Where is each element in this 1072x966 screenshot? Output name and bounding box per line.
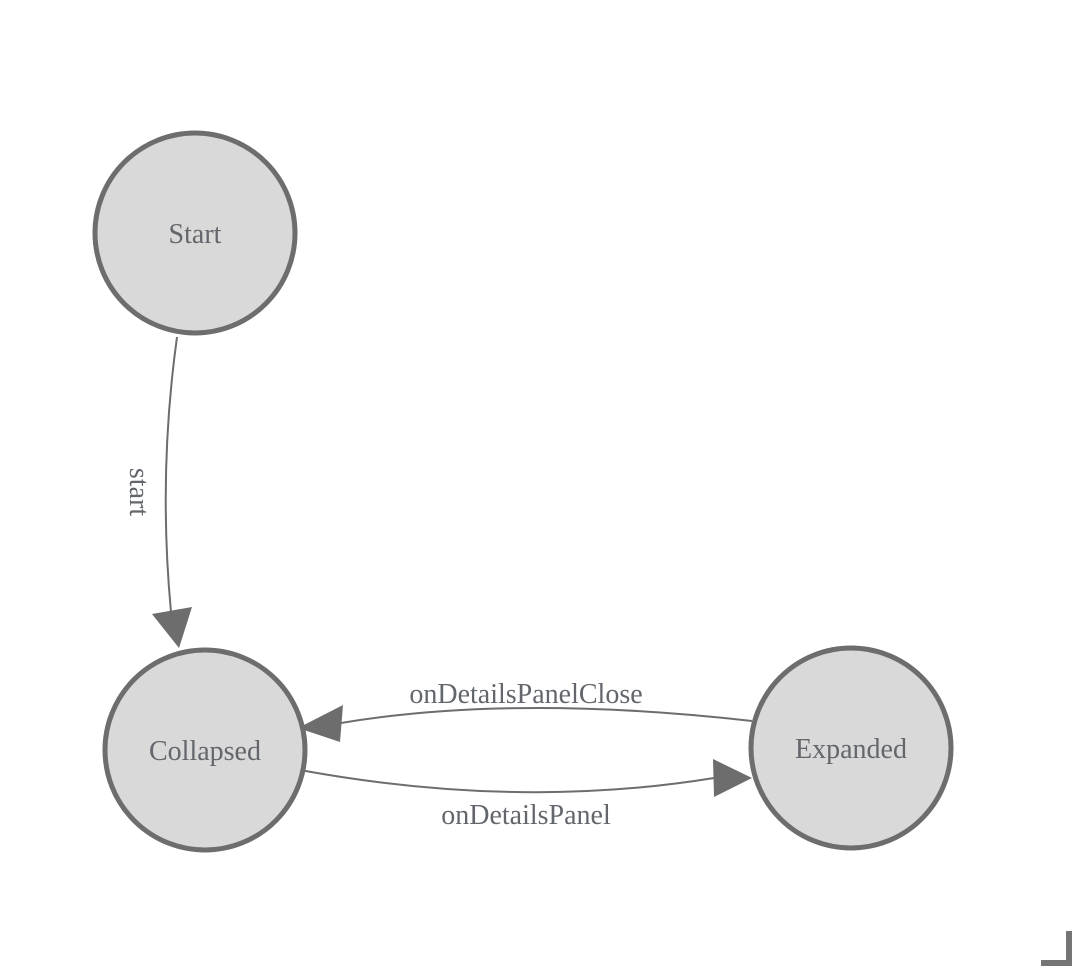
arrowhead-down-icon: [152, 607, 192, 648]
state-label-start: Start: [169, 219, 222, 250]
state-node-start[interactable]: Start: [92, 130, 298, 336]
edge-label-start: start: [123, 468, 154, 516]
state-node-expanded[interactable]: Expanded: [748, 645, 954, 851]
viewport-corner-mark: [1041, 931, 1072, 966]
edge-path-start-to-collapsed[interactable]: [164, 336, 178, 613]
edge-label-ondetailspanel: onDetailsPanel: [441, 800, 611, 831]
state-label-expanded: Expanded: [795, 734, 907, 765]
state-label-collapsed: Collapsed: [149, 736, 261, 767]
edge-label-ondetailspanelclose: onDetailsPanelClose: [409, 679, 642, 710]
arrowhead-right-icon: [713, 759, 752, 797]
state-circle-expanded[interactable]: [748, 645, 954, 851]
state-circle-start[interactable]: [92, 130, 298, 336]
edge-path-collapsed-to-expanded[interactable]: [299, 769, 715, 794]
edge-path-expanded-to-collapsed[interactable]: [340, 706, 753, 724]
transition-expanded-to-collapsed[interactable]: onDetailsPanelClose: [298, 679, 753, 742]
arrowhead-left-icon: [298, 705, 343, 742]
state-node-collapsed[interactable]: Collapsed: [102, 647, 308, 853]
transition-start-to-collapsed[interactable]: start: [123, 336, 192, 648]
transition-collapsed-to-expanded[interactable]: onDetailsPanel: [299, 759, 752, 831]
state-circle-collapsed[interactable]: [102, 647, 308, 853]
